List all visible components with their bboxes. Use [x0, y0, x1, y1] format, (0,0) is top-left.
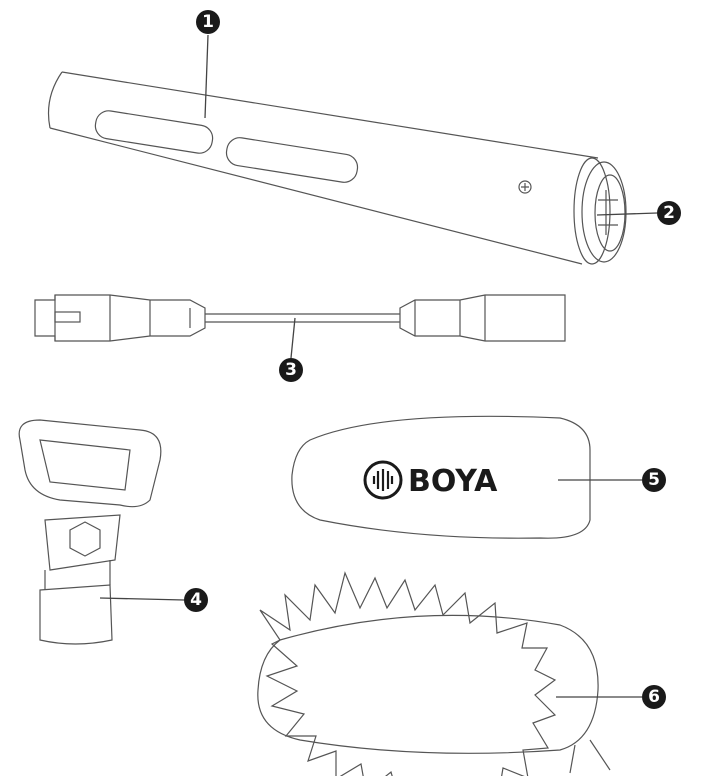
furry-windscreen [257, 571, 611, 776]
callout-badge-3: 3 [279, 358, 303, 382]
foam-windscreen: BOYA [291, 415, 591, 539]
boya-logo: BOYA [363, 460, 498, 500]
svg-text:2: 2 [663, 203, 675, 223]
leader-line-2 [596, 212, 658, 216]
shotgun-microphone [47, 71, 627, 265]
callout-badge-1: 1 [196, 10, 220, 34]
callout-badge-2: 2 [657, 201, 681, 225]
callout-badge-6: 6 [642, 685, 666, 709]
mic-clip [18, 419, 162, 645]
leader-line-4 [99, 597, 185, 601]
svg-text:3: 3 [285, 360, 297, 380]
svg-text:5: 5 [648, 470, 660, 490]
svg-text:4: 4 [190, 590, 202, 610]
xlr-cable [34, 294, 566, 342]
leader-line-3 [290, 317, 296, 359]
svg-text:1: 1 [202, 12, 214, 32]
svg-text:6: 6 [648, 687, 660, 707]
callout-badge-5: 5 [642, 468, 666, 492]
brand-text: BOYA [408, 464, 498, 499]
leader-line-1 [204, 34, 209, 119]
callout-badge-4: 4 [184, 588, 208, 612]
